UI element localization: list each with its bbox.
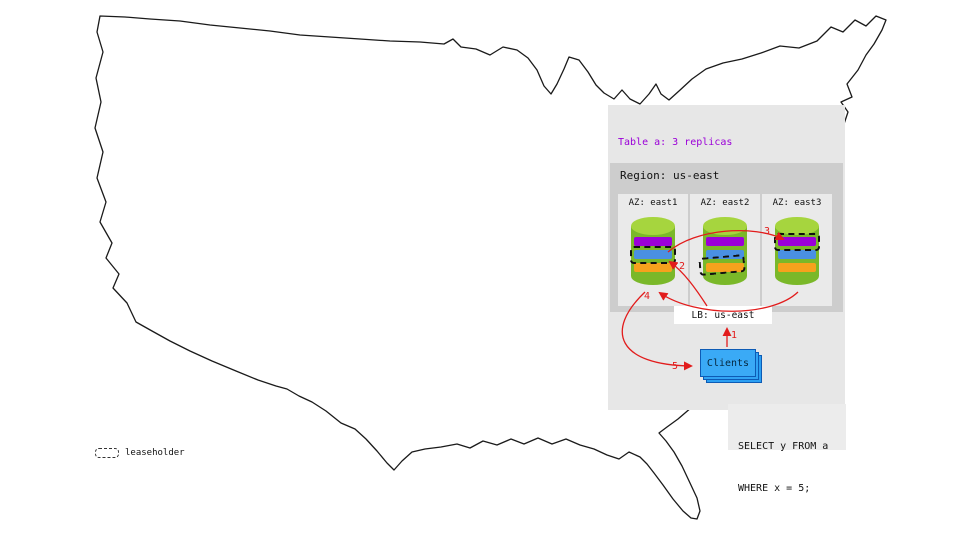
replica-bar-table-a [634,237,672,246]
leaseholder-legend: leaseholder [95,448,185,458]
step-2-label: 2 [679,261,686,272]
az-east3: AZ: east3 [762,194,832,306]
replica-bar-index-a [634,250,672,259]
region-title: Region: us-east [620,169,720,182]
clients-box: Clients [700,349,762,383]
az-east2-label: AZ: east2 [700,198,750,208]
step-5-label: 5 [672,361,679,372]
step-1-label: 1 [731,330,738,341]
clients-label: Clients [700,349,756,377]
az-east1-label: AZ: east1 [628,198,678,208]
az-east2: AZ: east2 [690,194,760,306]
replica-bar-index-a [778,250,816,259]
load-balancer-box: LB: us-east [674,306,772,324]
step-4-label: 4 [644,291,651,302]
step-3-label: 3 [764,226,771,237]
leaseholder-legend-label: leaseholder [125,448,185,458]
sql-query-box: SELECT y FROM a WHERE x = 5; [728,404,846,494]
replica-bar-table-a [706,237,744,246]
replica-bar-index-a [706,250,744,259]
legend-table-a: Table a: 3 replicas [618,137,733,148]
sql-line-2: WHERE x = 5; [738,483,811,494]
replica-bar-table-b [634,263,672,272]
leaseholder-dashed-icon [95,448,119,458]
replica-bar-table-a [778,237,816,246]
leaseholder-outline [630,246,676,264]
replica-bar-table-b [778,263,816,272]
az-east1: AZ: east1 [618,194,688,306]
leaseholder-outline [774,233,820,251]
az-east3-label: AZ: east3 [772,198,822,208]
replica-bar-table-b [706,263,744,272]
sql-line-1: SELECT y FROM a [738,441,829,452]
